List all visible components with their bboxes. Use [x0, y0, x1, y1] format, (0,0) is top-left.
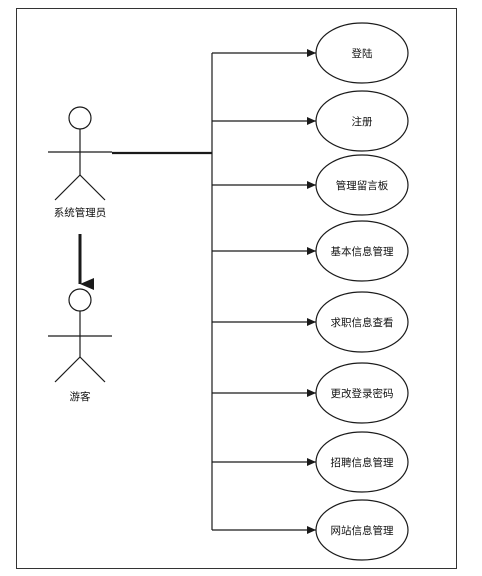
actor-admin-left-leg — [54, 174, 81, 201]
use-case-label: 求职信息查看 — [331, 316, 394, 329]
use-case-ellipse — [315, 362, 409, 424]
use-case-ellipse — [315, 431, 409, 493]
actor-visitor-right-leg — [79, 356, 106, 383]
actor-visitor — [48, 288, 112, 383]
actor-admin — [48, 106, 112, 201]
use-case-ellipse — [315, 291, 409, 353]
actor-admin-right-leg — [79, 174, 106, 201]
use-case-ellipse — [315, 90, 409, 152]
actor-visitor-left-leg — [54, 356, 81, 383]
use-case-label: 登陆 — [352, 47, 373, 60]
actor-visitor-label: 游客 — [70, 390, 91, 403]
use-case-ellipse — [315, 499, 409, 561]
use-case-label: 基本信息管理 — [331, 245, 394, 258]
use-case-label: 招聘信息管理 — [331, 456, 394, 469]
use-case-label: 注册 — [352, 115, 373, 128]
actor-admin-head — [68, 106, 92, 130]
use-case-ellipse — [315, 22, 409, 84]
use-case-ellipse — [315, 220, 409, 282]
actor-admin-label: 系统管理员 — [54, 206, 107, 219]
actor-visitor-head — [68, 288, 92, 312]
use-case-label: 更改登录密码 — [331, 387, 394, 400]
use-case-ellipse — [315, 154, 409, 216]
use-case-label: 网站信息管理 — [331, 524, 394, 537]
use-case-label: 管理留言板 — [336, 179, 389, 192]
